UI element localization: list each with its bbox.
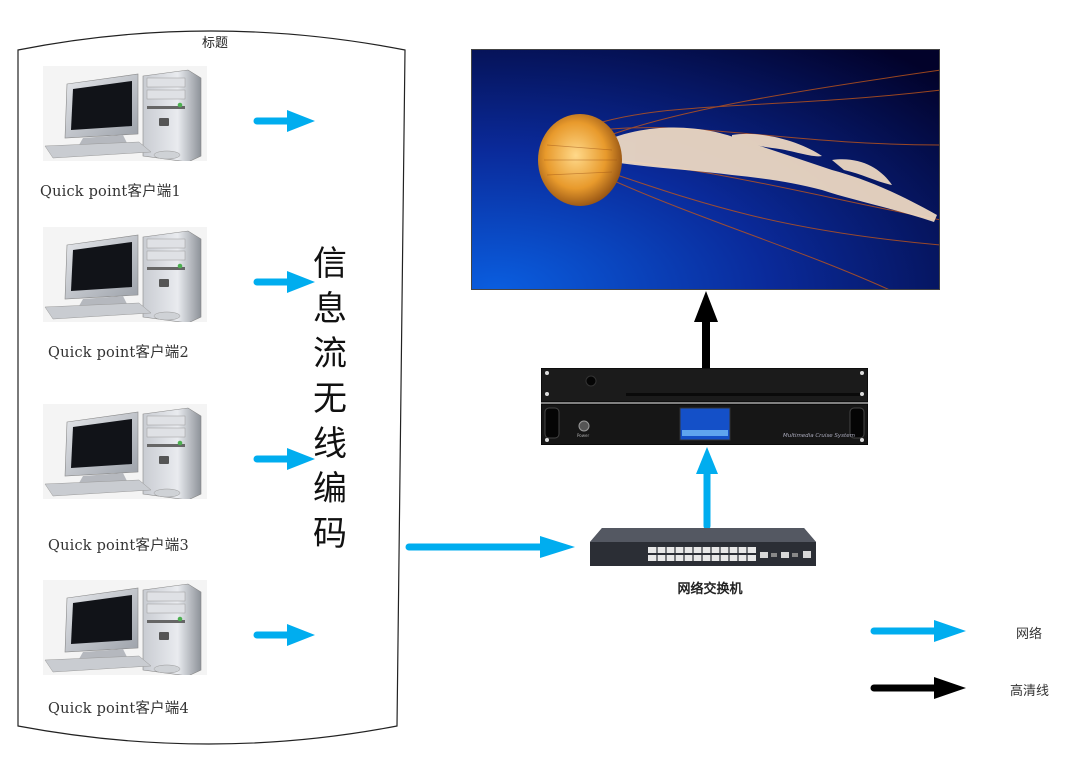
client-1: Quick point客户端1 [40, 66, 315, 216]
network-arrow-icon [253, 447, 315, 471]
jellyfish-image [472, 50, 939, 289]
encoder-char: 码 [313, 514, 347, 554]
network-arrow-icon [253, 109, 315, 133]
encoder-char: 信 [313, 244, 347, 284]
switch-to-processor-arrow [696, 447, 718, 530]
legend-hdline-arrow-icon [870, 677, 966, 699]
brand-text: Multimedia Cruise System [783, 433, 855, 439]
client-label: Quick point客户端1 [40, 184, 181, 200]
client-3: Quick point客户端3 [40, 404, 315, 554]
legend-network-label: 网络 [1016, 627, 1043, 642]
processor-to-display-arrow [694, 291, 718, 370]
legend-hdline-label: 高清线 [1010, 684, 1050, 699]
encoder-char: 无 [313, 379, 347, 419]
client-label: Quick point客户端4 [48, 701, 189, 717]
client-2: Quick point客户端2 [40, 227, 315, 377]
frame-title: 标题 [201, 36, 228, 51]
computer-icon [43, 227, 207, 324]
encoder-char: 线 [313, 424, 347, 464]
encoder-to-switch-arrow [405, 536, 575, 558]
encoder-char: 流 [313, 334, 347, 374]
power-label: Power [577, 433, 590, 438]
client-label: Quick point客户端2 [48, 345, 189, 361]
display-screen [471, 49, 940, 290]
encoder-char: 编 [313, 469, 347, 509]
switch-label: 网络交换机 [677, 582, 743, 597]
network-switch [588, 522, 818, 572]
encoder-char: 息 [313, 289, 347, 329]
multimedia-processor: Power Multimedia Cruise System [540, 367, 869, 446]
client-label: Quick point客户端3 [48, 538, 189, 554]
computer-icon [43, 66, 207, 163]
computer-icon [43, 580, 207, 677]
encoder-label: 信 息 流 无 线 编 码 [306, 242, 354, 557]
computer-icon [43, 404, 207, 501]
network-arrow-icon [253, 270, 315, 294]
legend-network-arrow-icon [870, 620, 966, 642]
network-arrow-icon [253, 623, 315, 647]
client-4: Quick point客户端4 [40, 580, 315, 730]
